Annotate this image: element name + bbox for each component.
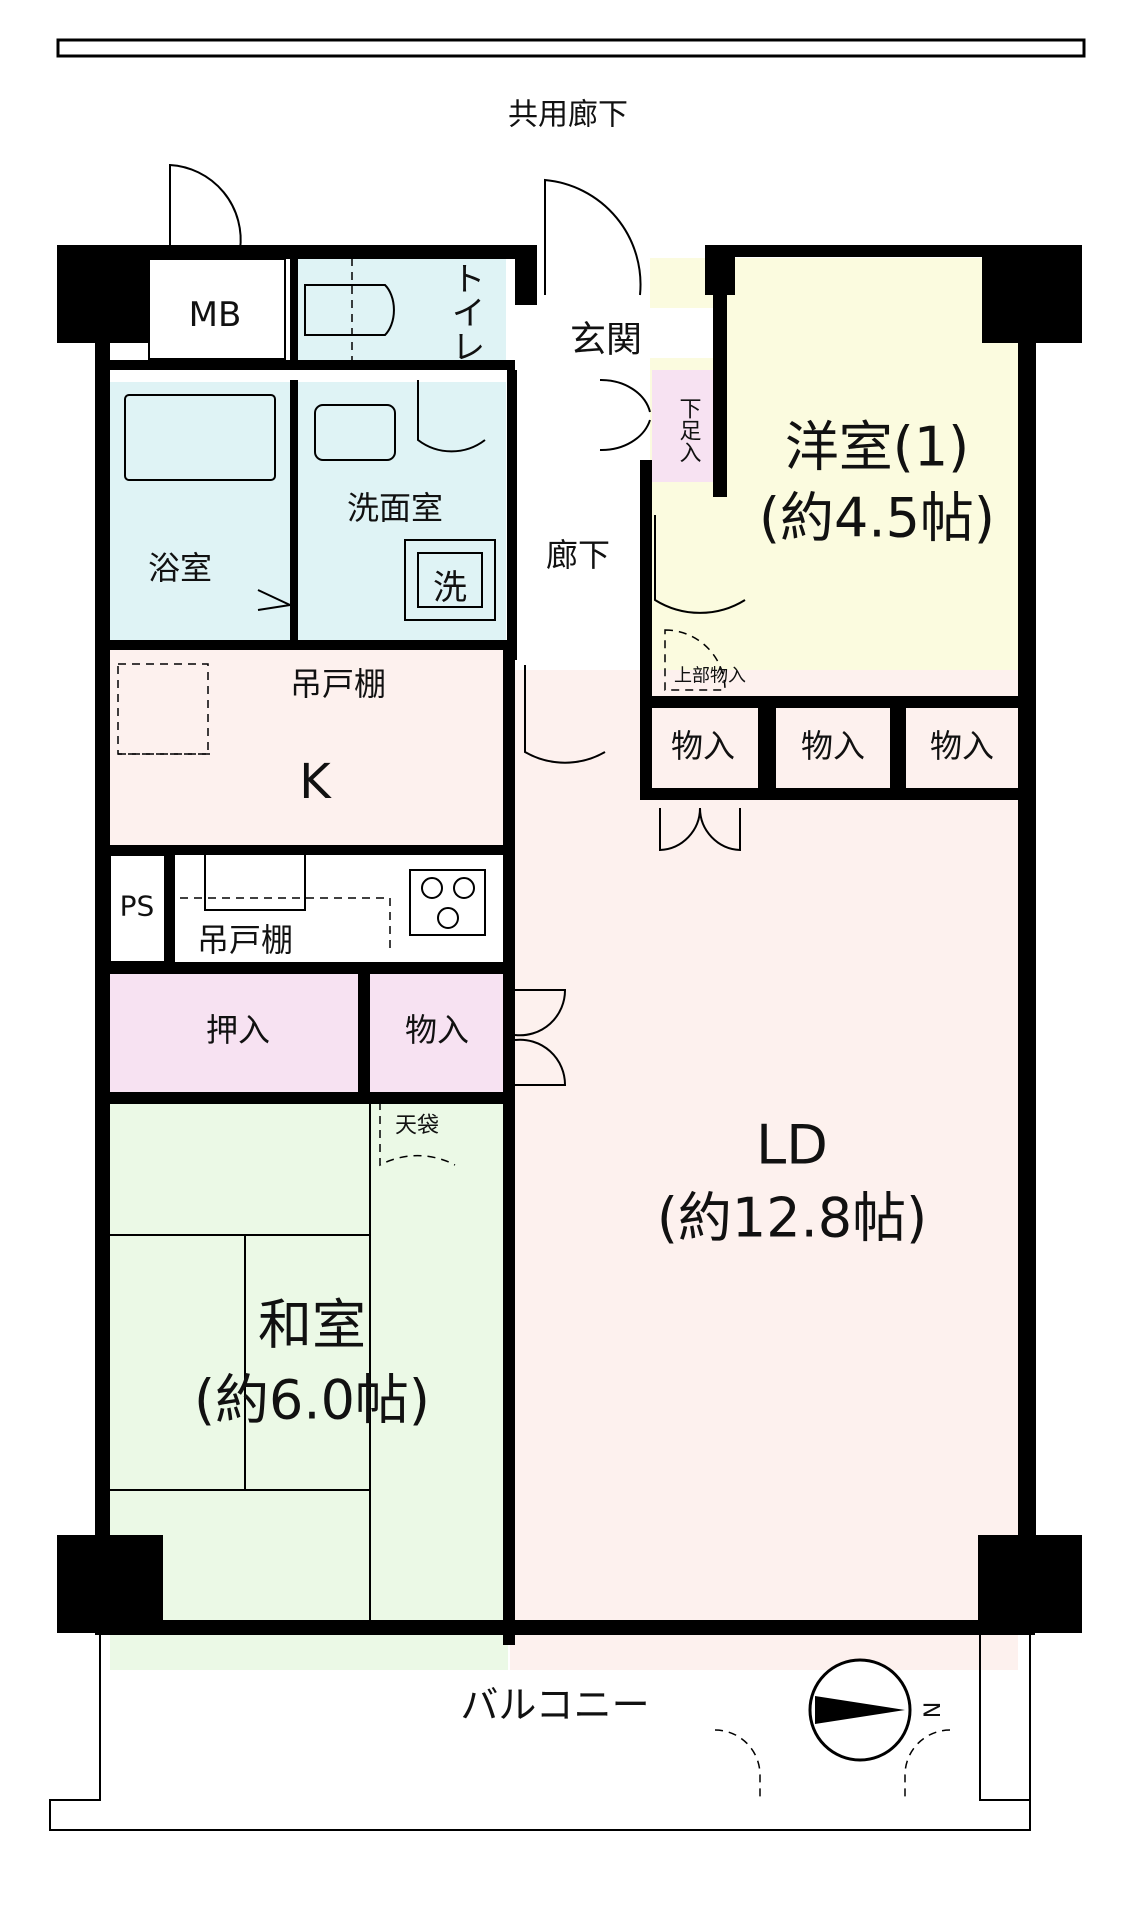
label-storage-2: 物入 [801,727,865,765]
label-bathroom: 浴室 [148,549,212,587]
label-ps: PS [120,890,155,923]
label-mb: MB [189,295,242,335]
kitchen-fill [110,650,510,845]
hallway-fill [517,358,640,658]
fixtures [49,163,1031,1831]
bathroom-fill [110,382,290,640]
label-hallway: 廊下 [546,536,610,574]
compass [808,1658,912,1762]
label-kitchen: K [299,754,332,810]
label-hanging-shelf-bottom: 吊戸棚 [197,921,293,959]
label-toilet: トイレ [445,261,485,363]
japanese-room-fill [110,1102,508,1670]
label-western-room-name: 洋室(1) [785,416,970,479]
label-wash-machine: 洗 [433,568,467,608]
label-upper-storage: 上部物入 [674,666,746,687]
label-washroom: 洗面室 [347,489,443,527]
storage-4-fill [370,972,508,1092]
label-japanese-room-name: 和室 [258,1294,366,1357]
mb-box [148,258,286,360]
tatami-lines [110,1104,371,1620]
corridor-railing [56,38,1086,58]
ld-fill [510,670,1018,1670]
label-japanese-room-size: (約6.0帖) [194,1369,430,1432]
label-ld-size: (約12.8帖) [657,1187,927,1250]
label-oshiire: 押入 [206,1011,270,1049]
shoe-storage-fill [652,370,722,482]
label-western-room-size: (約4.5帖) [759,487,995,550]
washroom-fill [298,382,506,640]
label-hanging-shelf-top: 吊戸棚 [290,665,386,703]
oshiire-fill [110,972,358,1092]
label-balcony: バルコニー [460,1683,649,1727]
label-shoe-storage: 下足入 [676,397,702,463]
toilet-fill [298,258,506,366]
entrance-fill [517,308,713,358]
label-corridor: 共用廊下 [508,98,628,133]
label-entrance: 玄関 [570,320,642,361]
label-ld-name: LD [756,1114,828,1177]
dashed-outlines [117,258,951,1800]
label-storage-4: 物入 [405,1011,469,1049]
label-north: N [918,1702,943,1718]
label-storage-1: 物入 [671,727,735,765]
label-storage-3: 物入 [930,727,994,765]
walls [57,245,1082,1645]
ps-box [109,854,166,963]
label-tenbukuro: 天袋 [395,1114,439,1139]
